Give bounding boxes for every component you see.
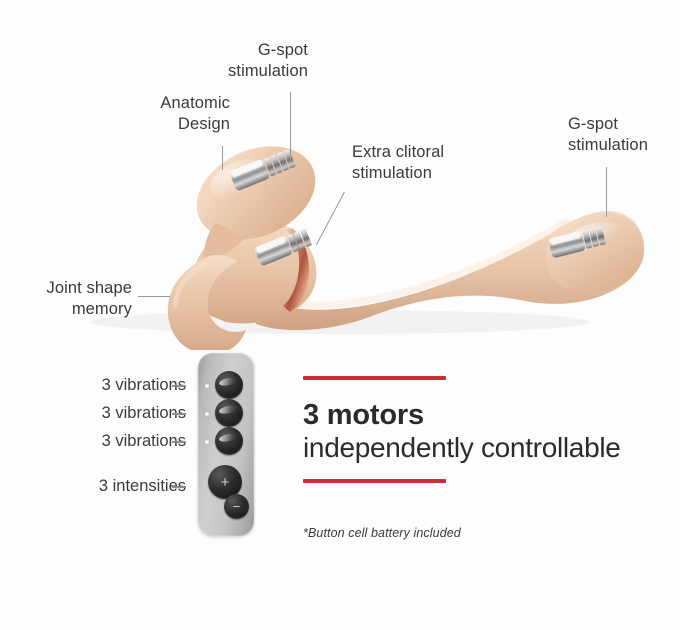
callout-joint-shape-memory: Joint shape memory bbox=[46, 279, 132, 319]
remote-label-intensities: 3 intensities bbox=[98, 477, 186, 495]
remote-label-vibrations-3: 3 vibrations bbox=[101, 432, 186, 450]
vibration-button-1[interactable] bbox=[215, 371, 243, 399]
accent-rule-bottom bbox=[303, 478, 446, 483]
led-indicator-1 bbox=[205, 384, 209, 388]
vibration-button-3-symbol bbox=[215, 427, 243, 455]
intensity-increase-button[interactable]: + bbox=[208, 465, 242, 499]
remote-label-dash-3 bbox=[172, 441, 186, 443]
intensity-decrease-button[interactable]: − bbox=[224, 494, 249, 519]
accent-rule-top bbox=[303, 376, 446, 380]
footnote-text: *Button cell battery included bbox=[303, 526, 461, 540]
product-illustration bbox=[90, 146, 645, 350]
leader-line-gspot-right bbox=[606, 167, 608, 217]
remote-label-dash-2 bbox=[172, 413, 186, 415]
remote-label-vibrations-2: 3 vibrations bbox=[101, 404, 186, 422]
vibration-button-2-symbol bbox=[215, 399, 243, 427]
remote-labels-group: 3 vibrations 3 vibrations 3 vibrations 3… bbox=[46, 353, 186, 536]
vibration-button-3[interactable] bbox=[215, 427, 243, 455]
callout-anatomic-design: Anatomic Design bbox=[160, 94, 230, 134]
remote-label-vibrations-1: 3 vibrations bbox=[101, 376, 186, 394]
remote-control: + − bbox=[198, 353, 254, 536]
leader-line-joint-shape-memory bbox=[138, 296, 170, 298]
vibration-button-2[interactable] bbox=[215, 399, 243, 427]
leader-line-anatomic-design bbox=[222, 146, 224, 170]
minus-icon: − bbox=[232, 499, 241, 514]
headline-block: 3 motors independently controllable bbox=[303, 376, 663, 483]
led-indicator-2 bbox=[205, 412, 209, 416]
plus-icon: + bbox=[220, 473, 230, 491]
led-indicator-3 bbox=[205, 440, 209, 444]
headline-primary: 3 motors bbox=[303, 399, 424, 431]
callout-gspot-stimulation-top: G-spot stimulation bbox=[228, 41, 308, 81]
remote-label-dash-4 bbox=[172, 486, 186, 488]
callout-gspot-stimulation-right: G-spot stimulation bbox=[568, 115, 648, 155]
callout-extra-clitoral-stimulation: Extra clitoral stimulation bbox=[352, 143, 445, 183]
headline-secondary: independently controllable bbox=[303, 432, 621, 464]
remote-label-dash-1 bbox=[172, 385, 186, 387]
vibration-button-1-symbol bbox=[215, 371, 243, 399]
leader-line-gspot-top bbox=[290, 92, 292, 160]
